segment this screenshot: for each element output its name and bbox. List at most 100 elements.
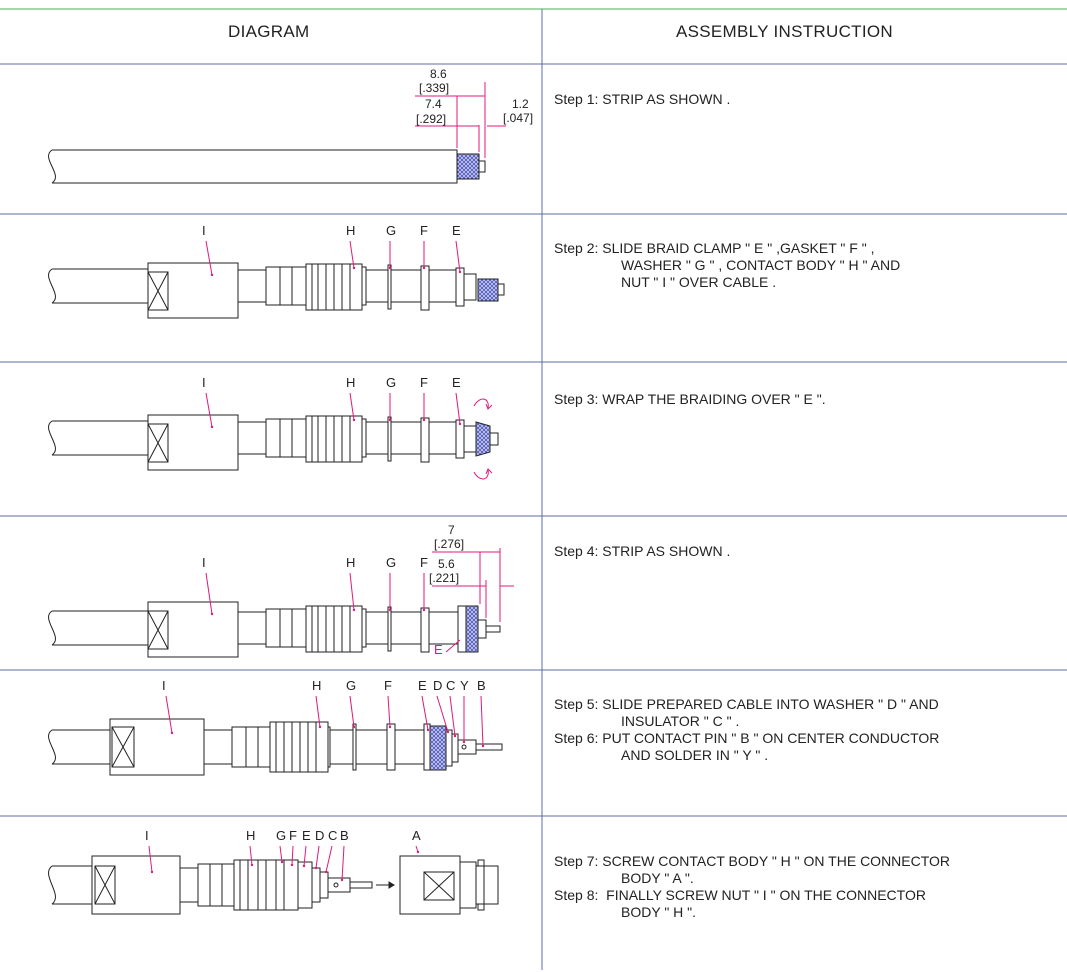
leader-arrow — [352, 608, 356, 612]
folded-braid — [465, 605, 479, 653]
leader-line — [205, 240, 213, 276]
leader-arrow — [453, 734, 457, 738]
part-label-g: G — [276, 828, 286, 843]
part-label-g: G — [386, 555, 396, 570]
leader-arrow — [210, 425, 214, 429]
leader-arrow — [458, 422, 462, 426]
leader-arrow — [302, 864, 306, 868]
leader-arrow — [170, 731, 174, 735]
row-5-diagram — [48, 718, 503, 776]
step-line: AND SOLDER IN " Y " . — [621, 747, 769, 763]
dim-text: 1.2 — [512, 97, 529, 111]
insulator-c — [451, 733, 459, 763]
step-line: Step 8: FINALLY SCREW NUT " I " ON THE C… — [554, 887, 926, 903]
part-label-f: F — [384, 678, 392, 693]
part-label-d: D — [433, 678, 442, 693]
leader-arrow — [290, 863, 294, 867]
washer-d — [445, 729, 453, 767]
leader-line — [315, 695, 321, 728]
step-line: Step 7: SCREW CONTACT BODY " H " ON THE … — [554, 853, 951, 869]
leader-arrow — [388, 266, 392, 270]
dim-text: 7 — [448, 523, 455, 537]
leader-arrow — [458, 270, 462, 274]
cable-body — [48, 268, 148, 304]
leader-line — [279, 845, 283, 863]
header-diagram: DIAGRAM — [228, 22, 310, 41]
leader-arrow — [422, 418, 426, 422]
leader-line — [349, 695, 355, 728]
cable-body — [48, 149, 458, 184]
row-3-diagram — [48, 414, 499, 471]
contact-pin-b — [475, 743, 503, 751]
part-label-i: I — [202, 555, 206, 570]
leader-line — [148, 845, 153, 873]
leader-line — [349, 240, 355, 269]
dim-text: 5.6 — [438, 557, 455, 571]
braid-clamp-e — [455, 419, 465, 459]
braid-clamp-e — [457, 605, 467, 653]
leader-line — [387, 695, 391, 728]
dim-text: [.221] — [429, 571, 459, 585]
leader-line — [291, 845, 294, 866]
leader-line — [436, 695, 449, 733]
part-label-e: E — [418, 678, 427, 693]
row-2-diagram — [48, 262, 505, 319]
cable-body — [48, 865, 92, 905]
step-line: INSULATOR " C " . — [621, 713, 740, 729]
step-line: BODY " A ". — [621, 870, 694, 886]
step-line: Step 2: SLIDE BRAID CLAMP " E " ,GASKET … — [554, 240, 875, 256]
row-3-fold-arrows — [473, 398, 493, 480]
leader-line — [449, 695, 456, 737]
step-line: WASHER " G " , CONTACT BODY " H " AND — [621, 257, 901, 273]
folded-braid — [429, 725, 447, 771]
part-label-g: G — [386, 223, 396, 238]
washer-g — [387, 264, 392, 310]
part-label-f: F — [420, 223, 428, 238]
gasket-f — [420, 607, 430, 653]
leader-line — [249, 845, 253, 866]
part-label-b: B — [340, 828, 349, 843]
leader-arrow — [150, 870, 154, 874]
row-4-dimension-text: 7 [.276] 5.6 [.221] — [429, 523, 464, 585]
header-assembly-instruction: ASSEMBLY INSTRUCTION — [676, 22, 893, 41]
leader-arrow — [422, 608, 426, 612]
leader-arrow — [250, 863, 254, 867]
part-label-f: F — [289, 828, 297, 843]
part-label-e: E — [452, 375, 461, 390]
part-label-h: H — [312, 678, 321, 693]
step-2: Step 2: SLIDE BRAID CLAMP " E " ,GASKET … — [554, 240, 900, 291]
washer-g — [387, 416, 392, 462]
part-label-i: I — [162, 678, 166, 693]
dim-text: 8.6 — [430, 67, 447, 81]
leader-arrow — [462, 740, 466, 744]
leader-line — [455, 240, 461, 273]
part-label-f: F — [420, 555, 428, 570]
step-4: Step 4: STRIP AS SHOWN . — [554, 543, 730, 560]
leader-line — [165, 695, 173, 734]
leader-line — [480, 695, 484, 747]
dielectric — [478, 160, 486, 173]
leader-arrow — [352, 266, 356, 270]
table-grid — [0, 8, 1067, 970]
dim-text: [.047] — [503, 111, 533, 125]
part-label-e: E — [302, 828, 311, 843]
row-1-dimension-text: 8.6 [.339] 7.4 [.292] 1.2 [.047] — [416, 67, 533, 126]
exposed-braid — [477, 278, 499, 302]
braid-clamp-e — [423, 723, 431, 771]
leader-line — [303, 845, 307, 867]
leader-line — [421, 695, 429, 731]
leader-arrow — [422, 266, 426, 270]
leader-arrow — [388, 608, 392, 612]
nut-i — [109, 718, 205, 776]
part-label-h: H — [346, 555, 355, 570]
part-label-f: F — [420, 375, 428, 390]
leader-arrow — [314, 866, 318, 870]
part-label-i: I — [145, 828, 149, 843]
leader-arrow — [280, 860, 284, 864]
cable-body — [48, 729, 110, 765]
leader-arrow — [210, 612, 214, 616]
step-line: Step 3: WRAP THE BRAIDING OVER " E ". — [554, 391, 826, 407]
leader-arrow — [481, 744, 485, 748]
part-label-c: C — [446, 678, 455, 693]
leader-arrow — [210, 273, 214, 277]
